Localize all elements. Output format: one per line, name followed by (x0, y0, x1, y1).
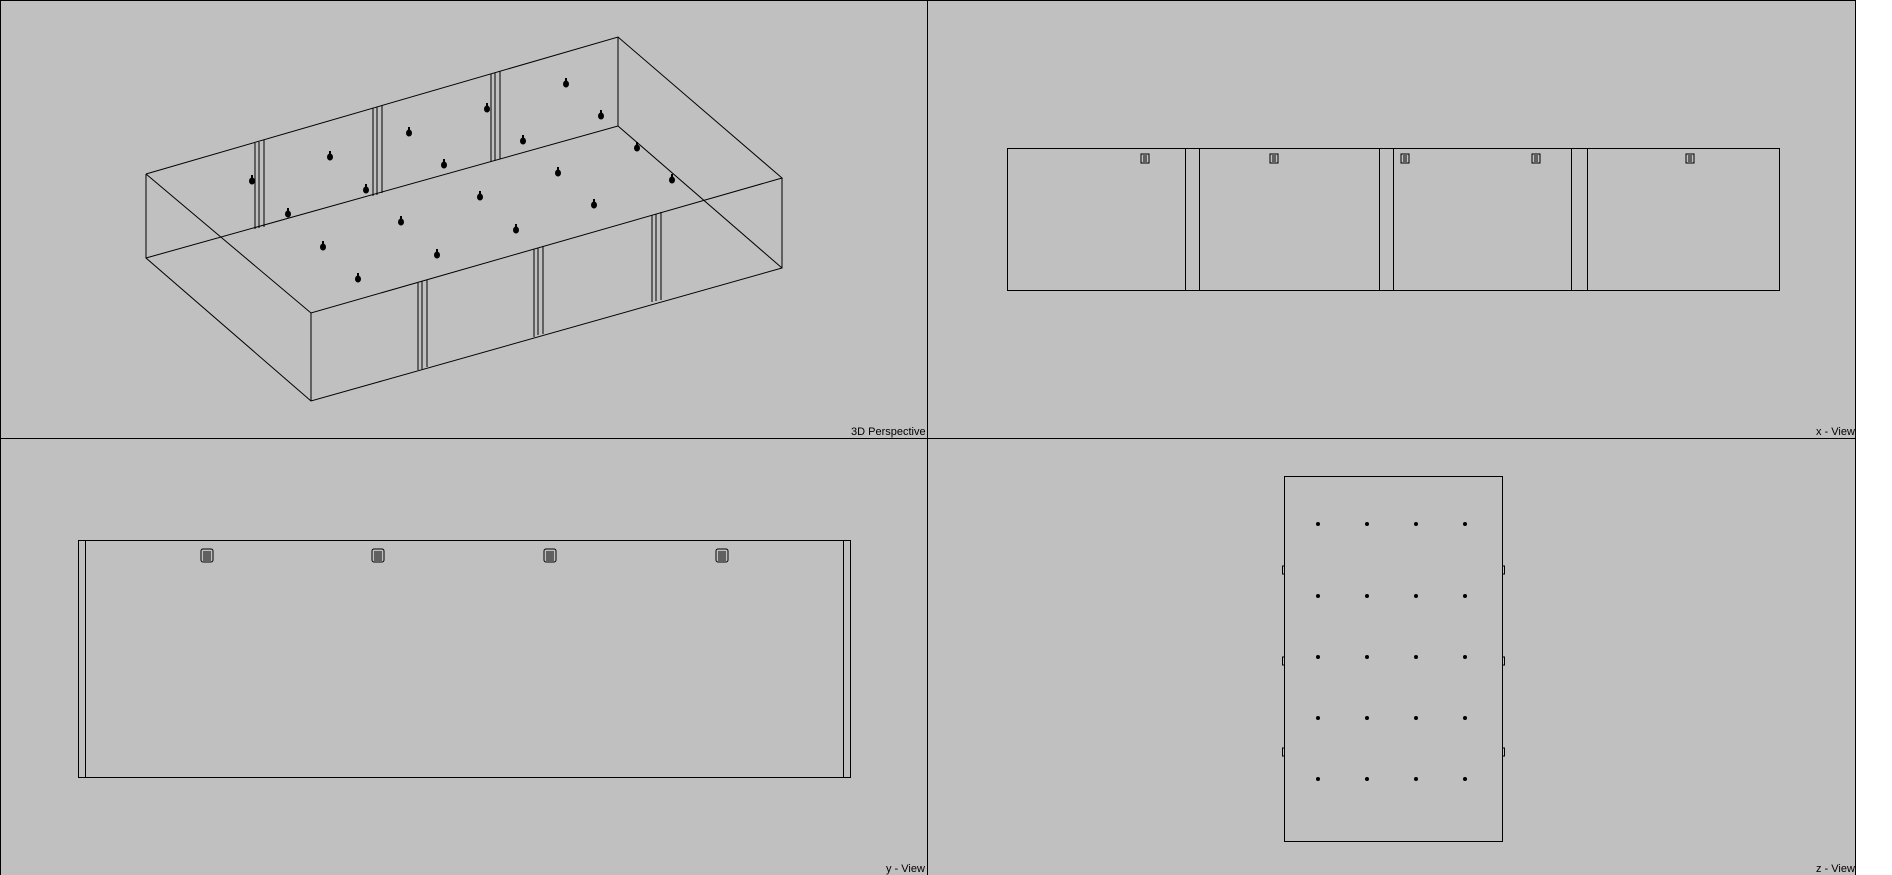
pin-marker-icon (1140, 153, 1150, 164)
pin-marker-icon (669, 176, 675, 184)
pin-marker-icon (1463, 655, 1467, 659)
pin-marker-icon (484, 105, 490, 113)
viewport-label-perspective: 3D Perspective (851, 426, 926, 438)
pin-marker-icon (543, 548, 557, 563)
pin-marker-icon (1463, 716, 1467, 720)
pin-marker-icon (1365, 777, 1369, 781)
viewport-x-view[interactable] (928, 0, 1855, 438)
y-view-fixture-pins (200, 548, 729, 563)
pin-marker-icon (1316, 594, 1320, 598)
pin-marker-icon (1685, 153, 1695, 164)
pin-stem (365, 184, 367, 187)
pin-stem (436, 249, 438, 252)
pin-marker-icon (1365, 655, 1369, 659)
pin-marker-icon (249, 177, 255, 185)
pin-marker-icon (200, 548, 214, 563)
viewport-label-x-view: x - View (1816, 426, 1855, 438)
pin-marker-icon (477, 193, 483, 201)
pin-marker-icon (1365, 594, 1369, 598)
y-view-wireframe (78, 540, 851, 778)
pin-stem (443, 159, 445, 162)
pin-marker-icon (285, 210, 291, 218)
pin-marker-icon (355, 275, 361, 283)
pin-marker-icon (1400, 153, 1410, 164)
pin-marker-icon (1269, 153, 1279, 164)
pin-marker-icon (591, 201, 597, 209)
pin-marker-icon (563, 80, 569, 88)
pin-marker-icon (406, 129, 412, 137)
viewport-label-y-view: y - View (886, 863, 925, 875)
x-view-fixture-pins (1140, 153, 1695, 164)
pin-marker-icon (513, 226, 519, 234)
pin-stem (400, 216, 402, 219)
z-view-wireframe (1282, 476, 1505, 842)
pin-marker-icon (371, 548, 385, 563)
x-view-wireframe (1007, 148, 1780, 291)
pin-stem (486, 103, 488, 106)
pin-marker-icon (1414, 655, 1418, 659)
pin-marker-icon (1414, 522, 1418, 526)
pin-stem (600, 110, 602, 113)
pin-marker-icon (1463, 522, 1467, 526)
pin-marker-icon (1365, 716, 1369, 720)
pin-marker-icon (327, 153, 333, 161)
pin-marker-icon (320, 243, 326, 251)
viewport-label-z-view: z - View (1816, 863, 1855, 875)
pin-stem (408, 127, 410, 130)
pin-marker-icon (1463, 594, 1467, 598)
pin-marker-icon (363, 186, 369, 194)
pin-stem (251, 175, 253, 178)
pin-stem (357, 273, 359, 276)
pin-marker-icon (1316, 716, 1320, 720)
pin-stem (565, 78, 567, 81)
pin-marker-icon (715, 548, 729, 563)
pin-marker-icon (1414, 594, 1418, 598)
pin-stem (287, 208, 289, 211)
pin-stem (522, 135, 524, 138)
pin-marker-icon (1414, 777, 1418, 781)
pin-marker-icon (398, 218, 404, 226)
pin-stem (329, 151, 331, 154)
pin-marker-icon (434, 251, 440, 259)
pin-marker-icon (555, 169, 561, 177)
pin-stem (671, 174, 673, 177)
pin-stem (515, 224, 517, 227)
viewport-perspective[interactable] (0, 0, 927, 438)
pin-stem (322, 241, 324, 244)
pin-marker-icon (1316, 522, 1320, 526)
pin-marker-icon (1463, 777, 1467, 781)
z-view-fixture-pins (1316, 522, 1467, 781)
pin-marker-icon (441, 161, 447, 169)
pin-marker-icon (634, 144, 640, 152)
pin-stem (636, 142, 638, 145)
viewport-y-view[interactable] (0, 439, 927, 875)
pin-marker-icon (1316, 655, 1320, 659)
pin-marker-icon (1316, 777, 1320, 781)
pin-stem (593, 199, 595, 202)
pin-marker-icon (1414, 716, 1418, 720)
pin-marker-icon (520, 137, 526, 145)
pin-stem (479, 191, 481, 194)
pin-marker-icon (598, 112, 604, 120)
viewport-z-view[interactable] (928, 439, 1855, 875)
perspective-fixture-pins (249, 78, 675, 283)
pin-stem (557, 167, 559, 170)
pin-marker-icon (1365, 522, 1369, 526)
perspective-divider-slots (254, 71, 662, 370)
pin-marker-icon (1531, 153, 1541, 164)
